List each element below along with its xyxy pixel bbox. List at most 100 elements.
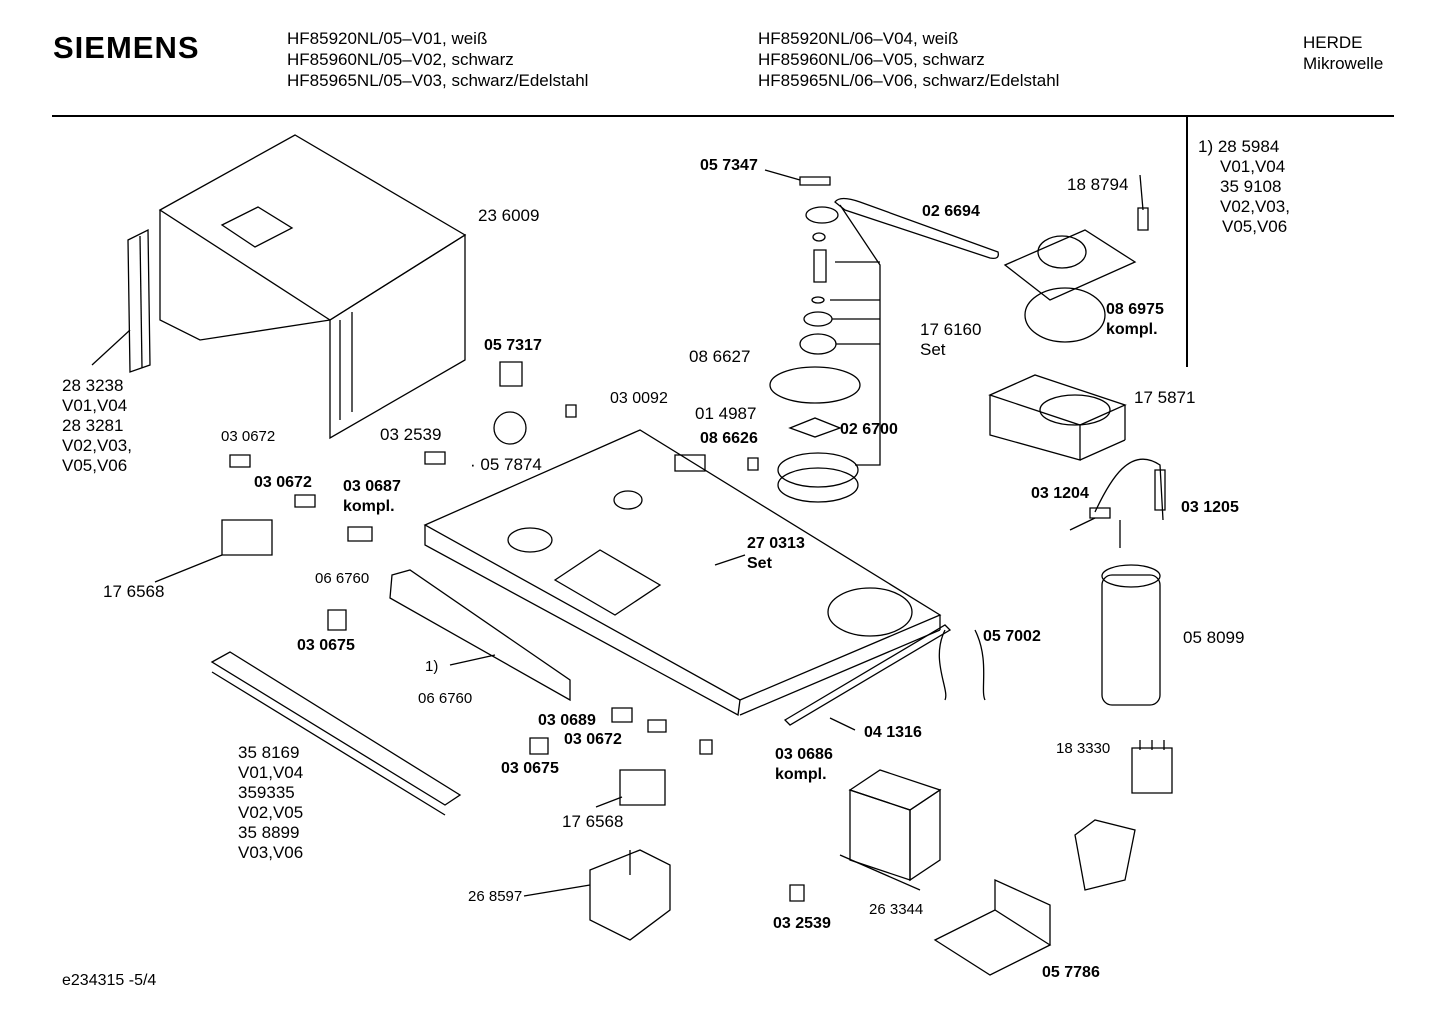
part-label-057002: 05 7002 — [983, 628, 1041, 645]
part-label-line: 35 8169 — [238, 743, 300, 762]
transformer-shape — [840, 770, 940, 890]
switch-assembly-shape — [348, 527, 372, 541]
leader-line — [155, 555, 222, 582]
magnetron-shape — [524, 850, 670, 940]
footnote-line: V05,V06 — [1222, 217, 1288, 236]
part-label-086975: 08 6975 kompl. — [1106, 300, 1164, 340]
part-label-line: 03 0686 — [775, 746, 833, 763]
part-label-175871: 17 5871 — [1134, 388, 1196, 407]
part-label-line: 17 6160 — [920, 320, 982, 339]
part-label-line: 08 6975 — [1106, 301, 1164, 318]
part-label-014987: 01 4987 — [695, 404, 757, 423]
part-label-058099: 05 8099 — [1183, 628, 1245, 647]
part-label-030672: 03 0672 — [564, 731, 622, 748]
lamp-shape — [494, 412, 526, 444]
switch-assembly-shape — [700, 740, 712, 754]
model-line: HF85920NL/05–V01, weiß — [287, 29, 488, 48]
part-label-032539: 03 2539 — [773, 915, 831, 932]
part-label-176160: 17 6160 Set — [920, 320, 981, 360]
part-label-030672: 03 0672 — [254, 474, 312, 491]
part-label-line: 35 8899 — [238, 823, 300, 842]
part-label-line: 28 3281 — [62, 416, 124, 435]
part-label-line: 359335 — [238, 783, 295, 802]
part-label-026700: 02 6700 — [840, 421, 898, 438]
part-label-line: Set — [920, 340, 946, 359]
microswitch-shape — [425, 452, 445, 464]
choke-shape — [975, 630, 985, 700]
thermal-fuse-shape — [1070, 459, 1165, 548]
part-label-026694: 02 6694 — [922, 203, 980, 220]
part-label-086626: 08 6626 — [700, 430, 758, 447]
diode-shape — [1132, 740, 1172, 793]
microswitch-shape — [612, 708, 632, 722]
part-label-text: 05 7874 — [480, 455, 542, 474]
part-label-031204: 03 1204 — [1031, 485, 1089, 502]
clip-shape — [748, 458, 758, 470]
part-label-188794: 18 8794 — [1067, 175, 1129, 194]
part-label-line: 27 0313 — [747, 535, 805, 552]
outer-cabinet-shape — [160, 135, 465, 438]
part-label-041316: 04 1316 — [864, 724, 922, 741]
part-label-line: 28 3238 — [62, 376, 124, 395]
model-line: HF85965NL/05–V03, schwarz/Edelstahl — [287, 71, 589, 90]
part-label-066760: 06 6760 — [418, 690, 473, 707]
footnote-line: 1) 28 5984 — [1198, 137, 1280, 156]
part-label-176568: 17 6568 — [103, 582, 165, 601]
part-label-030689: 03 0689 — [538, 712, 596, 729]
microswitch-shape — [530, 738, 548, 754]
part-label-line: V02,V05 — [238, 803, 304, 822]
part-label-footnote-ref: 1) — [425, 658, 439, 675]
part-label-283238: 28 3238 V01,V04 28 3281 V02,V03, V05,V06 — [62, 376, 132, 476]
footnote-line: V01,V04 — [1220, 157, 1286, 176]
clip-shape — [566, 405, 576, 417]
header-divider — [52, 115, 1394, 117]
brand-logo: SIEMENS — [53, 30, 200, 65]
part-label-358169: 35 8169 V01,V04 359335 V02,V05 35 8899 V… — [238, 743, 303, 863]
model-line: HF85960NL/05–V02, schwarz — [287, 50, 514, 69]
model-list-06: HF85920NL/06–V04, weiß HF85960NL/06–V05,… — [758, 28, 1059, 91]
category-line: Mikrowelle — [1303, 54, 1384, 73]
thermostat-shape — [675, 455, 705, 471]
footnote-line: 35 9108 — [1220, 177, 1282, 196]
part-label-line: V01,V04 — [238, 763, 304, 782]
part-label-086627: 08 6627 — [689, 347, 751, 366]
microswitch-shape — [295, 495, 315, 507]
footnote-divider — [1186, 117, 1188, 367]
fan-motor-shape — [1005, 175, 1148, 342]
leader-line — [450, 655, 495, 665]
part-label-057874: · 05 7874 — [470, 455, 542, 474]
relay-shape — [222, 520, 272, 555]
model-line: HF85965NL/06–V06, schwarz/Edelstahl — [758, 71, 1060, 90]
capacitor-shape — [1102, 565, 1160, 705]
part-label-030687: 03 0687 kompl. — [343, 477, 401, 517]
lamp-holder-shape — [500, 362, 522, 386]
part-label-176568: 17 6568 — [562, 812, 624, 831]
part-label-line: kompl. — [775, 766, 827, 783]
category-line: HERDE — [1303, 33, 1363, 52]
door-seal-strip-shape — [212, 672, 445, 815]
leader-line — [830, 718, 855, 730]
part-label-030675: 03 0675 — [297, 637, 355, 654]
part-label-057317: 05 7317 — [484, 337, 542, 354]
model-line: HF85960NL/06–V05, schwarz — [758, 50, 985, 69]
part-label-030672: 03 0672 — [221, 428, 276, 445]
part-label-031205: 03 1205 — [1181, 499, 1239, 516]
part-label-line: kompl. — [1106, 321, 1158, 338]
part-label-line: kompl. — [343, 498, 395, 515]
bracket-shape — [1075, 820, 1135, 890]
leader-line — [596, 797, 622, 807]
part-label-057786: 05 7786 — [1042, 964, 1100, 981]
footnote-block: 1) 28 5984 V01,V04 35 9108 V02,V03, V05,… — [1198, 137, 1290, 237]
rail-shape — [785, 625, 950, 725]
part-label-line: V02,V03, — [62, 436, 132, 455]
part-label-030675: 03 0675 — [501, 760, 559, 777]
part-label-268597: 26 8597 — [468, 888, 523, 905]
part-label-030686: 03 0686 kompl. — [775, 745, 833, 785]
drive-belt-shape — [835, 199, 998, 259]
document-id: e234315 -5/4 — [62, 972, 157, 989]
model-list-05: HF85920NL/05–V01, weiß HF85960NL/05–V02,… — [287, 28, 588, 91]
part-label-line: Set — [747, 555, 772, 572]
stirrer-stack-shape — [765, 170, 880, 502]
microswitch-shape — [230, 455, 250, 467]
